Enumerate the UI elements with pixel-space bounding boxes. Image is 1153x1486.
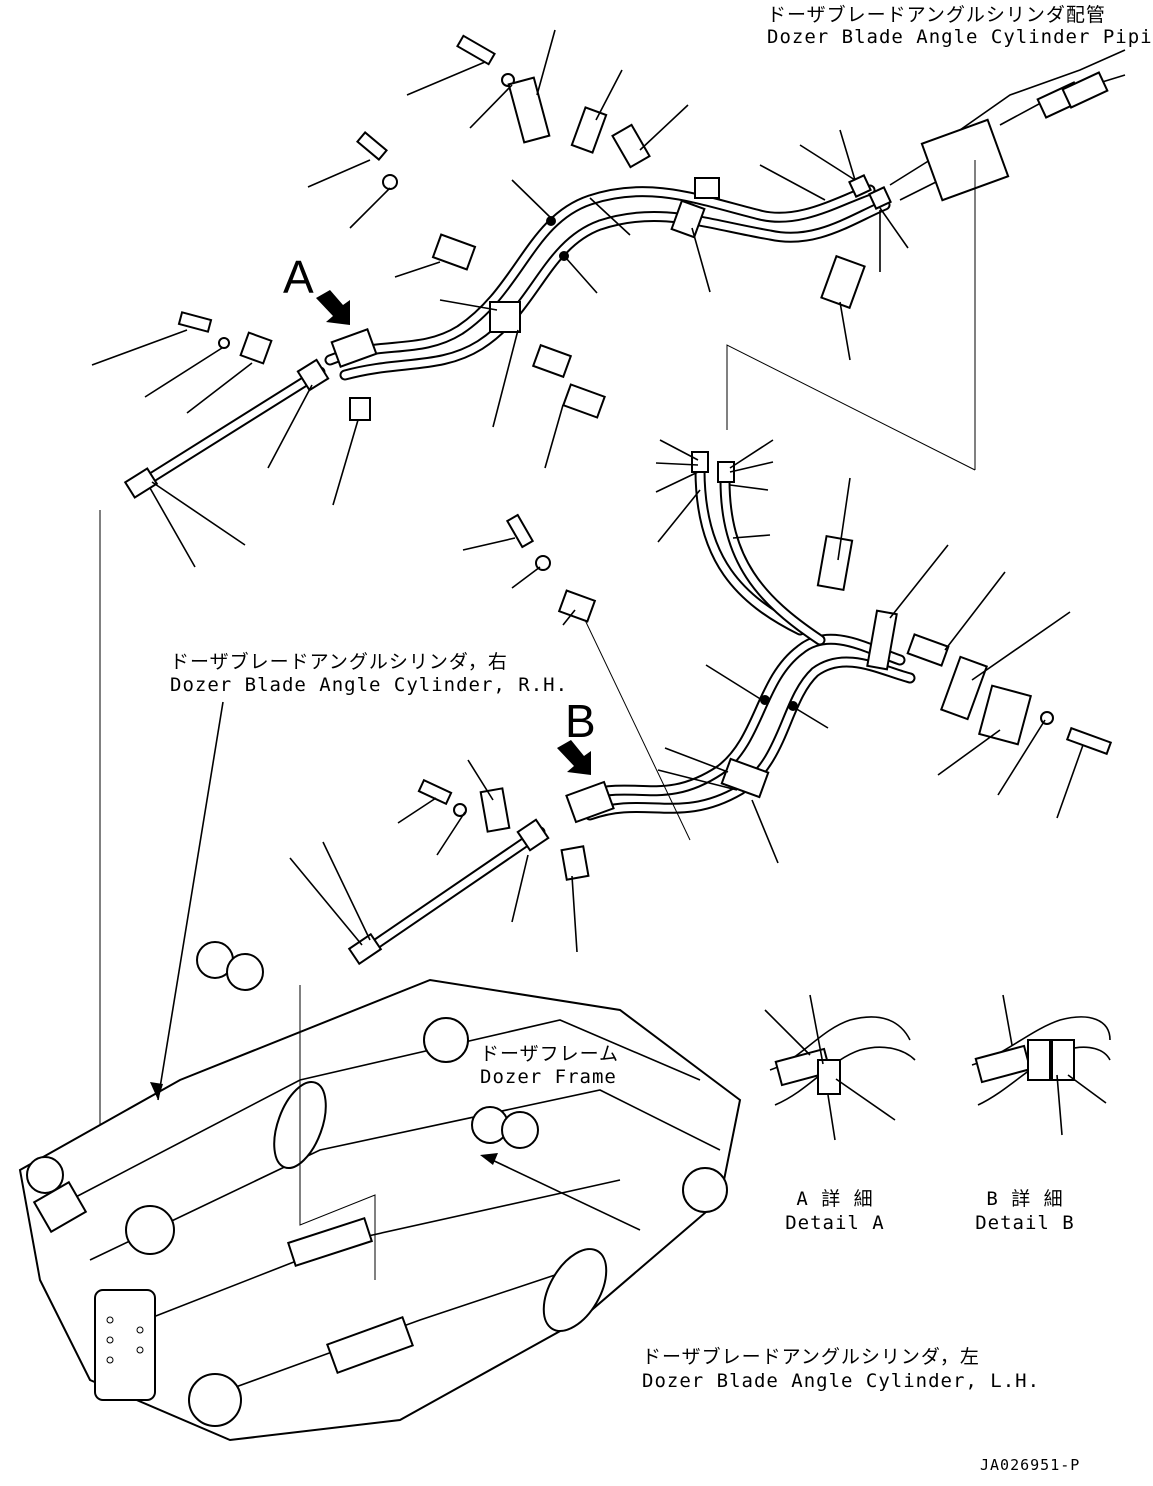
arrow-b-icon (557, 740, 591, 775)
detail-b-label-jp: B 詳 細 (986, 1188, 1064, 1210)
detail-a-label-en: Detail A (785, 1212, 885, 1234)
cylinder-rh-label-en: Dozer Blade Angle Cylinder, R.H. (170, 674, 569, 696)
frame-label-en: Dozer Frame (480, 1066, 617, 1088)
detail-a-label-jp: A 詳 細 (796, 1188, 874, 1210)
detail-b-label-en: Detail B (975, 1212, 1075, 1234)
detail-b-drawing (971, 1016, 1111, 1106)
piping-label-jp: ドーザブレードアングルシリンダ配管 (767, 4, 1106, 26)
cylinder-rh-label-jp: ドーザブレードアングルシリンダ，右 (170, 651, 508, 673)
piping-label-en: Dozer Blade Angle Cylinder Piping (767, 26, 1153, 48)
cylinder-lh-label-en: Dozer Blade Angle Cylinder, L.H. (642, 1370, 1041, 1392)
upper-hose-assembly (123, 34, 1126, 499)
leader-lines (91, 29, 1107, 1280)
arrow-a-icon (316, 290, 350, 325)
detail-a-drawing (769, 1016, 916, 1106)
frame-label-jp: ドーザフレーム (480, 1043, 620, 1065)
drawing-number: JA026951-P (980, 1456, 1081, 1474)
lower-hose-assembly (347, 451, 1113, 966)
marker-a: A (283, 251, 314, 303)
marker-b: B (565, 695, 596, 747)
cylinder-lh-label-jp: ドーザブレードアングルシリンダ，左 (642, 1346, 980, 1368)
dozer-frame (18, 941, 742, 1442)
